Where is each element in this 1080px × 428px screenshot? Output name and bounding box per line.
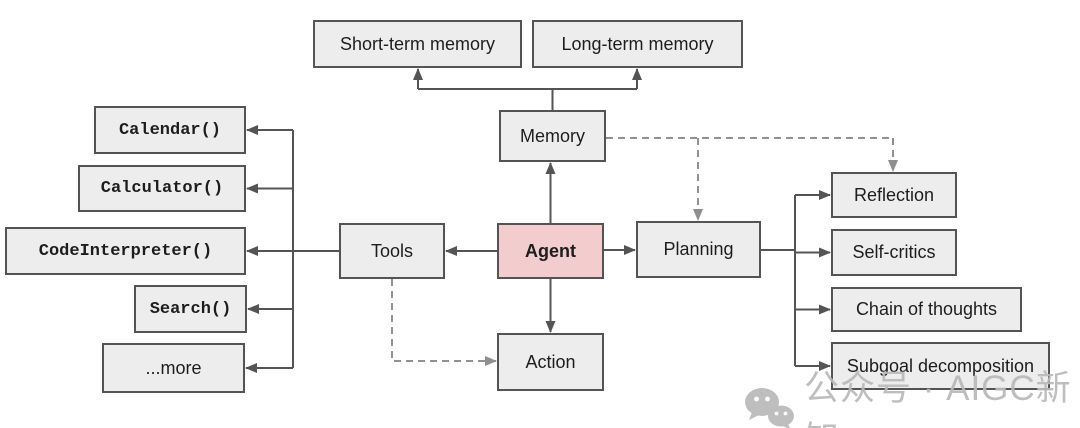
node-action: Action: [497, 333, 604, 391]
node-planning: Planning: [636, 221, 761, 278]
node-calendar: Calendar(): [94, 106, 246, 154]
node-search: Search(): [134, 285, 247, 333]
node-long-term-memory: Long-term memory: [532, 20, 743, 68]
node-calculator: Calculator(): [78, 165, 246, 212]
node-more: ...more: [102, 343, 245, 393]
node-self-critics: Self-critics: [831, 229, 957, 276]
node-short-term-memory: Short-term memory: [313, 20, 522, 68]
node-memory: Memory: [499, 110, 606, 162]
node-tools: Tools: [339, 223, 445, 279]
edge-tools-bus: [292, 130, 339, 368]
node-code-interpreter: CodeInterpreter(): [5, 227, 246, 275]
edge-tools-to-action-dashed: [391, 279, 497, 366]
node-chain-of-thoughts: Chain of thoughts: [831, 287, 1022, 332]
node-subgoal-decomposition: Subgoal decomposition: [831, 342, 1050, 390]
node-agent: Agent: [497, 223, 604, 279]
node-reflection: Reflection: [831, 172, 957, 218]
edge-planning-bus: [761, 195, 796, 366]
